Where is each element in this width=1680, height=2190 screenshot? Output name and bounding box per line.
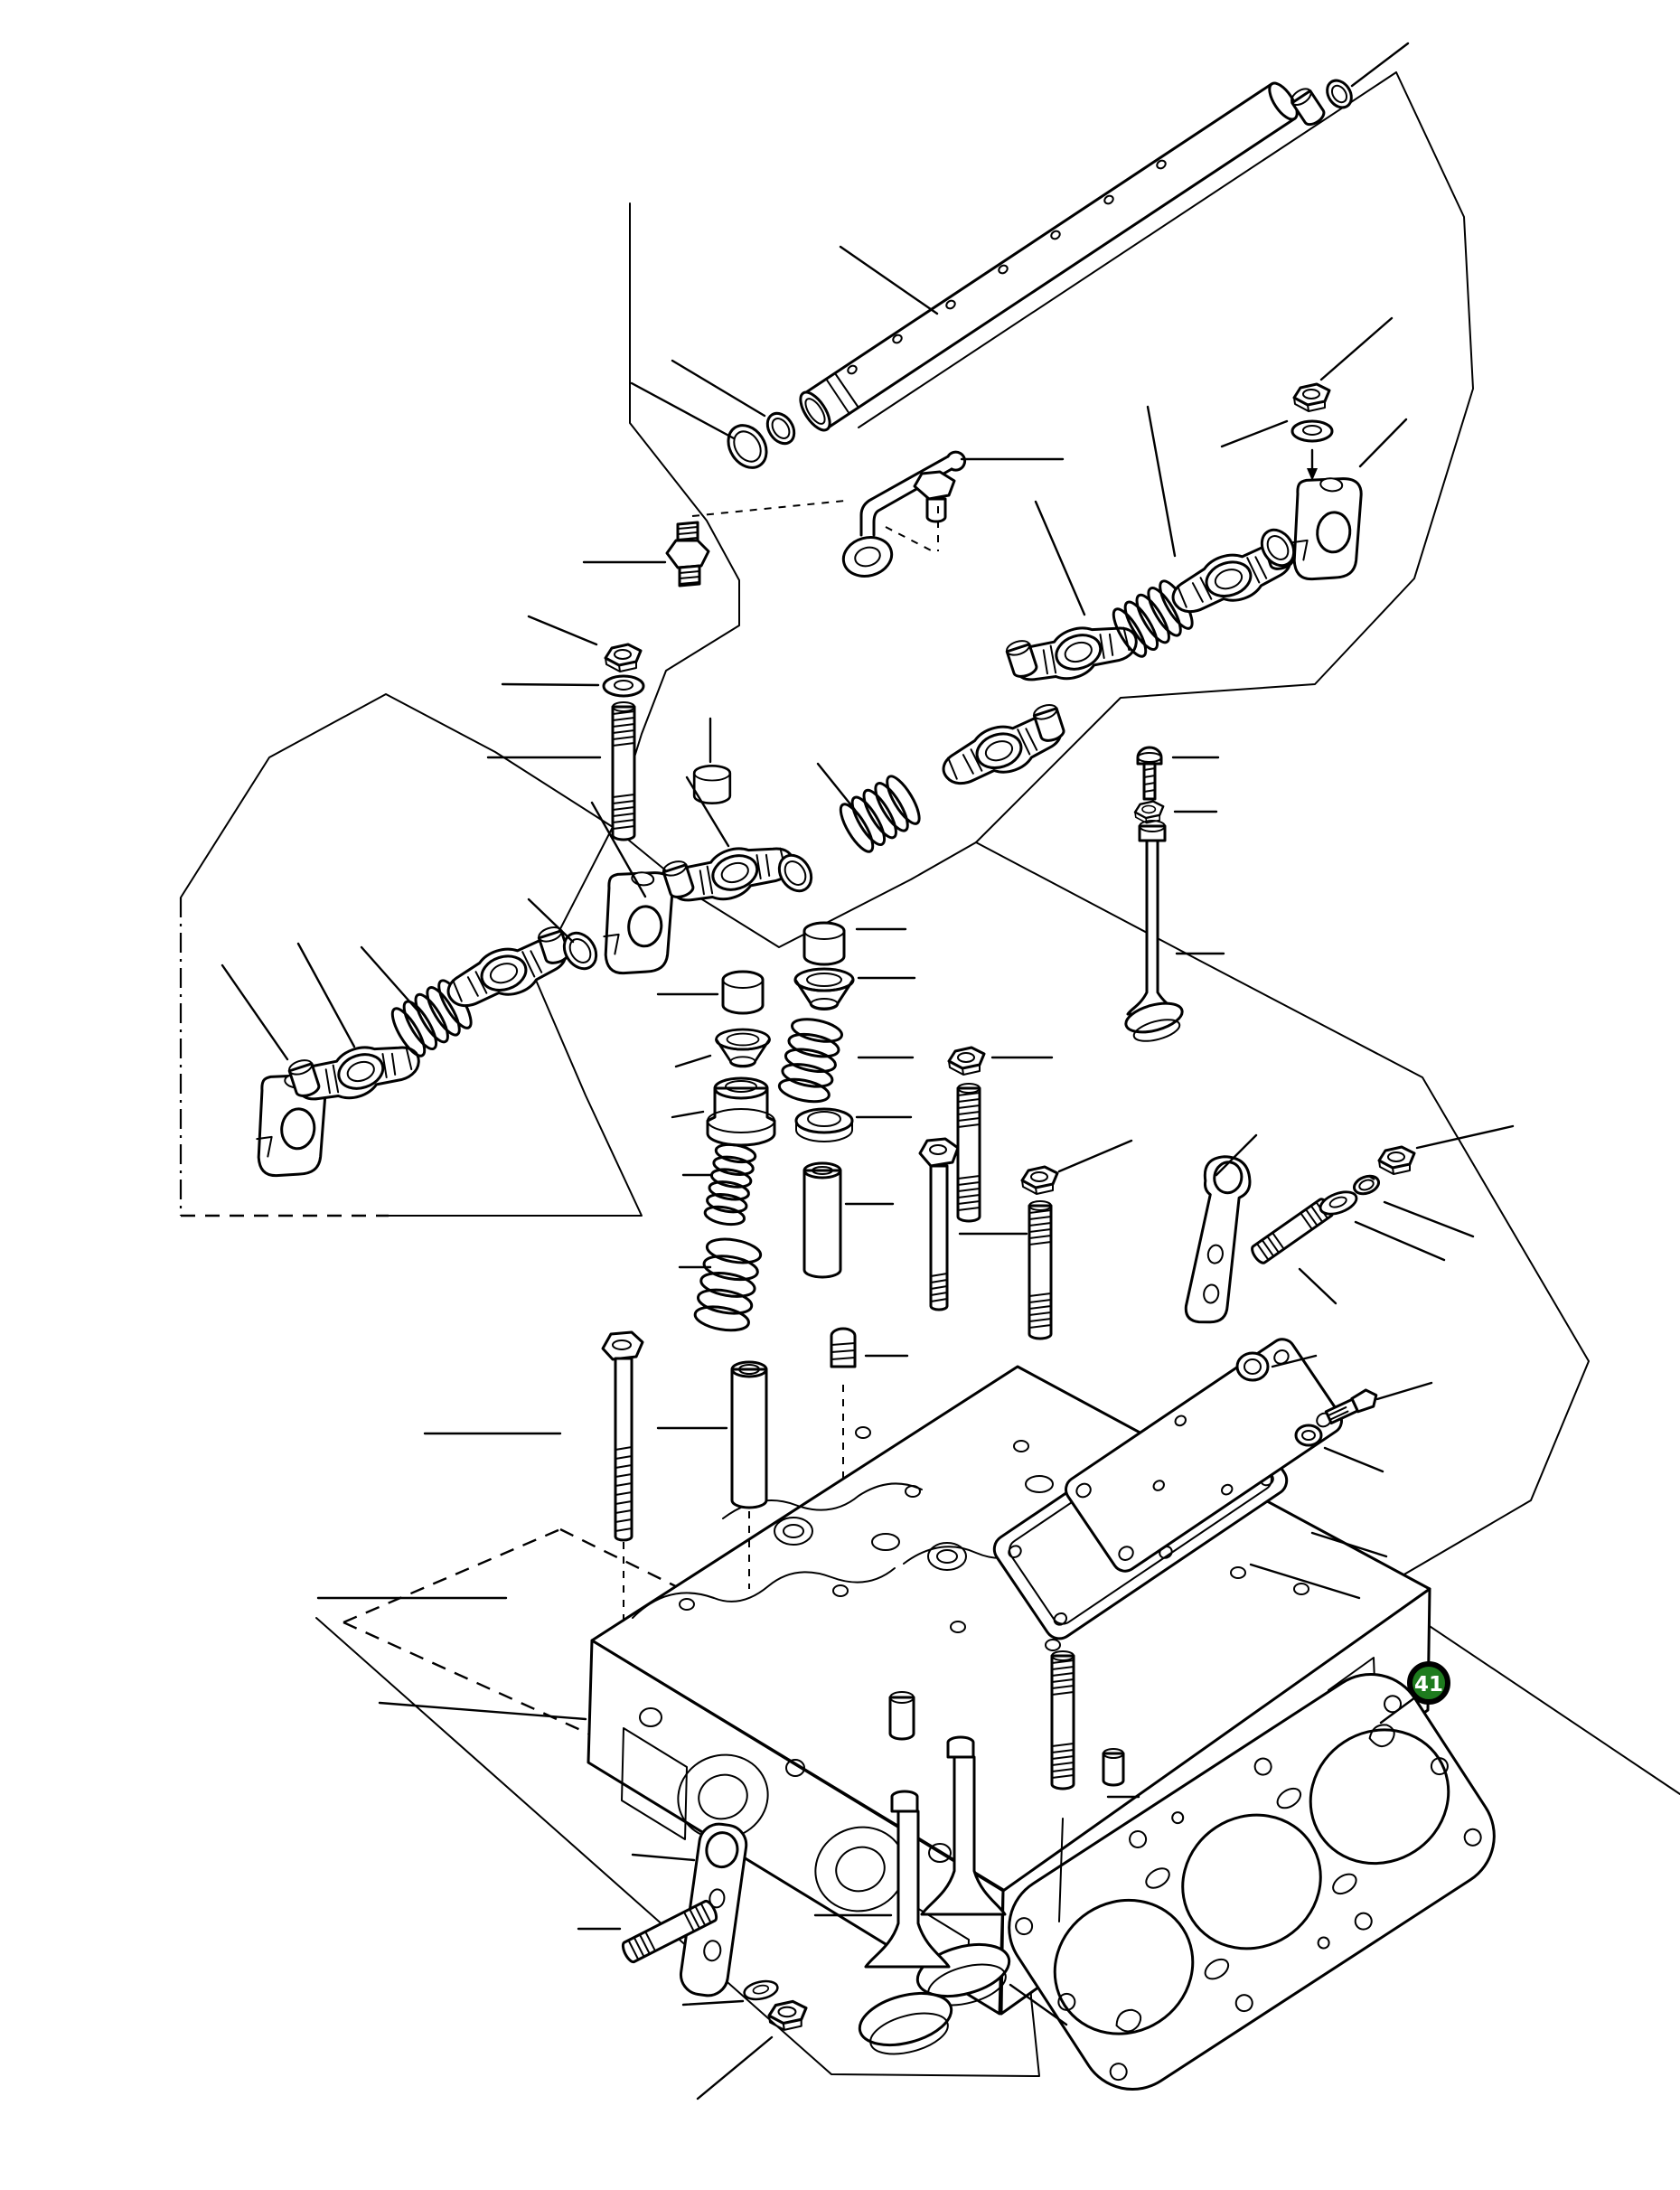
valve-spring-outer [693,1237,763,1332]
sealing-plug [830,1327,857,1479]
spring-retainer [793,967,855,1011]
rocker-group-right [1003,382,1366,697]
bracket-stud-left [621,1899,718,1964]
head-gasket [1008,1673,1496,2091]
stud-and-nut-a [947,1046,986,1223]
rocker-arm [437,923,577,1015]
leader-lines [221,42,1515,2101]
valve-spring [777,1018,843,1104]
cover-plug [1235,1351,1270,1382]
bracket-nut [1292,382,1331,413]
rocker-shaft [799,81,1299,432]
side-cover-plate [1065,1338,1343,1573]
rocker-shaft-plug [1291,88,1326,127]
stud-nut-washer-set-center [602,643,645,841]
valve-cap [802,921,846,966]
valve-guide [730,1360,768,1589]
oil-union-fitting [665,521,710,587]
cylinder-head-bolt [601,1330,644,1627]
lock-nut [1133,800,1165,824]
callout-41-label: 41 [1414,1673,1443,1697]
shaft-collar [765,411,796,446]
valve-spring-inner [703,1142,757,1227]
rocker-arm-spring [833,770,926,858]
bracket-washer-right [1316,1186,1361,1220]
pipe-fitting-nut [913,470,956,523]
lifting-bracket-right [1184,1155,1252,1324]
spring-retainer [715,1028,771,1068]
rocker-group-left [251,923,605,1182]
valve-exhaust [858,1790,953,2055]
cover-washer [1294,1424,1323,1447]
rocker-support-bracket [1287,472,1366,586]
valve-cap [721,970,765,1015]
callout-41[interactable]: 41 [1407,1661,1450,1705]
rocker-shaft-ring [1326,79,1353,109]
rocker-arm [660,825,800,917]
valve-guide [802,1161,842,1279]
bracket-washer-left [741,1977,781,2004]
bracket-nut-left [767,1999,808,2032]
spring-seat [794,1107,854,1142]
adjusting-screw [1136,746,1163,801]
stud-and-nut-b [1020,1165,1059,1340]
cover-bolt [1324,1388,1378,1424]
rocker-arm [933,700,1073,793]
valve-upper [1124,820,1184,1042]
spring-rotator [706,1076,776,1147]
dowel-pin [888,1691,1125,1787]
lock-washer-right [1352,1174,1381,1196]
shaft-o-ring [727,424,768,469]
head-bolt-long [918,1137,960,1311]
oil-feed-pipe [691,450,967,578]
bracket-washer [1291,419,1334,443]
rocker-arm [1003,605,1143,697]
gasket-stud [1050,1650,1075,1791]
bracket-nut-right [1377,1145,1416,1176]
